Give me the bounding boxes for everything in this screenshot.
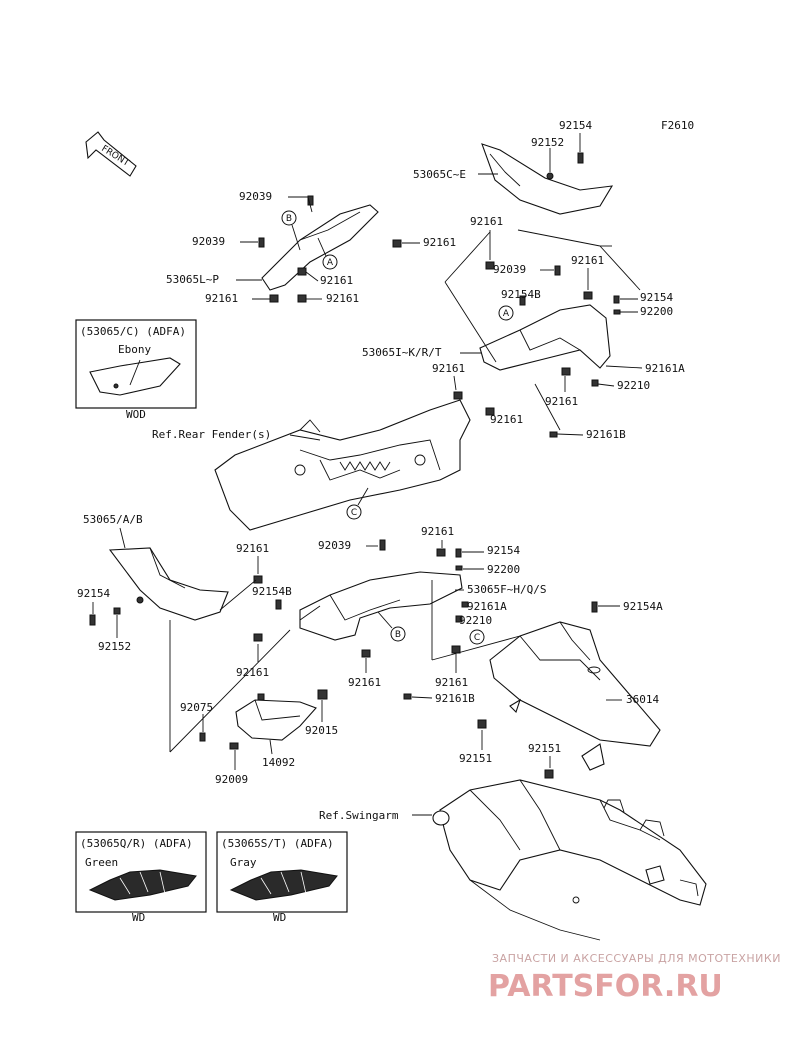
part-label: 92039: [239, 190, 272, 203]
part-label: 92161: [421, 525, 454, 538]
part-label: 92154: [559, 119, 592, 132]
part-label: 92154: [77, 587, 110, 600]
inset-ebony: (53065/C) (ADFA) Ebony WOD: [75, 319, 197, 421]
part-label: 92039: [192, 235, 225, 248]
ref-label: Ref.Swingarm: [319, 809, 399, 822]
chain-guard-36014: [477, 601, 661, 779]
part-label: 92161: [326, 292, 359, 305]
callout-a: A: [498, 305, 514, 321]
part-label: 92200: [487, 563, 520, 576]
inset-color: Green: [85, 856, 118, 869]
part-label: 53065L~P: [166, 273, 219, 286]
inset-code: (53065S/T) (ADFA): [221, 837, 334, 850]
part-label: 92154B: [501, 288, 541, 301]
callout-a: A: [322, 254, 338, 270]
seat-cover-upper-left: [258, 195, 402, 303]
front-arrow-icon: FRONT: [85, 131, 137, 177]
part-label: 92161: [236, 542, 269, 555]
part-label: 92154A: [623, 600, 663, 613]
part-label: 92161: [545, 395, 578, 408]
part-label: 92154B: [252, 585, 292, 598]
part-label: 92161: [571, 254, 604, 267]
part-label: 92200: [640, 305, 673, 318]
inset-green: (53065Q/R) (ADFA) Green WD: [75, 831, 207, 924]
callout-c: C: [346, 504, 362, 520]
part-label: 92161: [490, 413, 523, 426]
part-label: 92009: [215, 773, 248, 786]
part-label: 92161: [435, 676, 468, 689]
watermark-brand: PARTSFOR.RU: [488, 969, 723, 1004]
part-label: 92210: [617, 379, 650, 392]
part-label: 92161: [320, 274, 353, 287]
part-label: 92151: [459, 752, 492, 765]
svg-text:C: C: [474, 633, 480, 643]
part-label: 53065F~H/Q/S: [467, 583, 546, 596]
part-label: 92039: [318, 539, 351, 552]
part-label: 92154: [640, 291, 673, 304]
ref-label: Ref.Rear Fender(s): [152, 428, 271, 441]
watermark-tagline: ЗАПЧАСТИ И АКСЕССУАРЫ ДЛЯ МОТОТЕХНИКИ: [492, 952, 781, 965]
part-label: 14092: [262, 756, 295, 769]
callout-c: C: [469, 629, 485, 645]
svg-text:B: B: [395, 630, 401, 640]
part-label: 36014: [626, 693, 659, 706]
callout-b: B: [390, 626, 406, 642]
cover-14092: [199, 689, 328, 750]
part-label: 92161A: [467, 600, 507, 613]
inset-tag: WD: [132, 911, 145, 924]
callout-b: B: [281, 210, 297, 226]
part-label: 92161: [236, 666, 269, 679]
part-label: 92152: [531, 136, 564, 149]
part-label: 53065I~K/R/T: [362, 346, 442, 359]
part-label: 92161: [470, 215, 503, 228]
svg-text:C: C: [351, 508, 357, 518]
part-label: 92152: [98, 640, 131, 653]
inset-color: Ebony: [118, 343, 151, 356]
inset-code: (53065Q/R) (ADFA): [80, 837, 193, 850]
part-label: 92161: [205, 292, 238, 305]
part-label: 92161: [432, 362, 465, 375]
part-label: 92075: [180, 701, 213, 714]
inset-gray: (53065S/T) (ADFA) Gray WD: [216, 831, 348, 924]
inset-code: (53065/C) (ADFA): [80, 325, 186, 338]
svg-text:B: B: [286, 214, 292, 224]
part-label: 92161: [423, 236, 456, 249]
svg-text:A: A: [327, 258, 334, 268]
part-label: 92015: [305, 724, 338, 737]
seat-cover-lower-left: [89, 547, 229, 626]
part-label: 92161A: [645, 362, 685, 375]
seat-cover-lower-middle: [253, 539, 469, 700]
part-label: 92154: [487, 544, 520, 557]
part-label: 92161: [348, 676, 381, 689]
rear-fender: [214, 399, 471, 531]
part-label: 92210: [459, 614, 492, 627]
part-label: 92161B: [435, 692, 475, 705]
part-label: 53065/A/B: [83, 513, 143, 526]
inset-tag: WOD: [126, 408, 146, 421]
inset-color: Gray: [230, 856, 257, 869]
seat-cover-upper-right: [481, 143, 614, 215]
part-label: 92161B: [586, 428, 626, 441]
part-label: 92151: [528, 742, 561, 755]
bolt-hardware: [577, 152, 584, 164]
figure-code: F2610: [661, 119, 694, 132]
seat-cover-middle-right: [453, 261, 621, 438]
svg-text:A: A: [503, 309, 510, 319]
part-label: 53065C~E: [413, 168, 466, 181]
inset-tag: WD: [273, 911, 286, 924]
swingarm: [432, 779, 707, 941]
part-label: 92039: [493, 263, 526, 276]
